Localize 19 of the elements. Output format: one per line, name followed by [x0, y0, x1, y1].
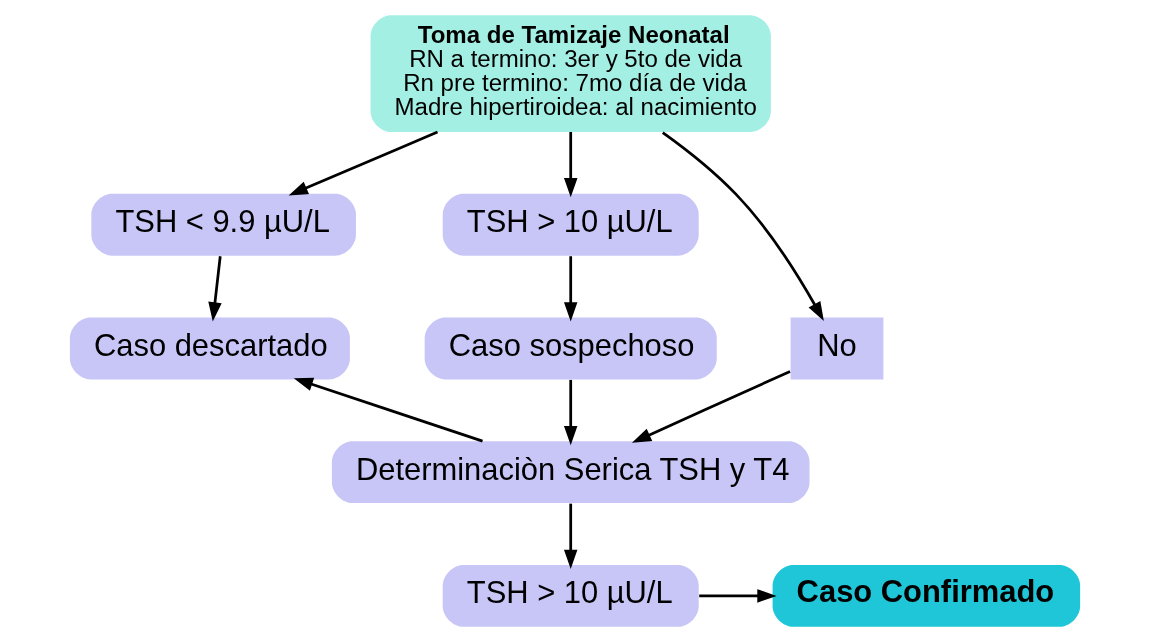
- node-box: Caso Confirmado: [772, 564, 1081, 627]
- arrow: [208, 256, 222, 322]
- arrow: [563, 256, 578, 322]
- arrow: [288, 130, 439, 196]
- arrow: [661, 131, 824, 322]
- node-box: Caso sospechoso: [424, 317, 717, 380]
- node-box: Caso descartado: [69, 317, 350, 380]
- arrow: [631, 370, 791, 443]
- arrow: [293, 377, 483, 443]
- arrow: [563, 503, 578, 569]
- arrow: [563, 132, 578, 198]
- node-box: TSH > 10 µU/L: [442, 193, 699, 256]
- arrow: [699, 589, 777, 603]
- node-box: No: [790, 317, 884, 380]
- node-box: TSH > 10 µU/L: [442, 564, 699, 627]
- node-box: Determinaciòn Serica TSH y T4: [331, 441, 810, 504]
- node-box: TSH < 9.9 µU/L: [91, 193, 356, 256]
- arrow: [563, 379, 578, 446]
- node-box: Toma de Tamizaje Neonatal RN a termino: 3er y 5to de vida Rn pre termino: 7mo día de vida Madre hipertiroidea: al nacimiento: [370, 15, 771, 132]
